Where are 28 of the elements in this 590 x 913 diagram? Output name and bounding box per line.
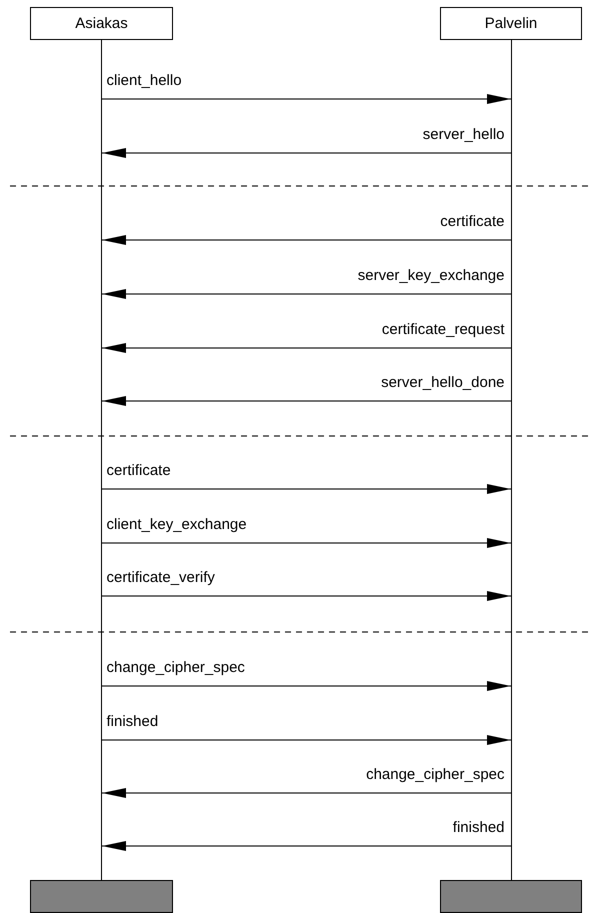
lifeline: [511, 40, 512, 880]
message-arrow: [102, 94, 512, 104]
edge-label: server_hello: [422, 126, 506, 144]
message-arrow: [102, 735, 512, 745]
edge-label: server_hello_done: [380, 374, 506, 392]
lifeline-end-bar: [440, 880, 582, 913]
lifeline-end-bar: [30, 880, 173, 913]
message-arrow: [102, 681, 512, 691]
edge-label: certificate_request: [380, 321, 506, 339]
message-arrow: [102, 343, 512, 353]
edge-label: change_cipher_spec: [106, 659, 246, 677]
message-arrow: [102, 591, 512, 601]
participant-box: Palvelin: [440, 7, 582, 40]
message-arrow: [102, 484, 512, 494]
lifeline: [101, 40, 102, 880]
message-arrow: [102, 841, 512, 851]
message-arrow: [102, 148, 512, 158]
edge-label: client_hello: [106, 72, 183, 90]
message-arrow: [102, 235, 512, 245]
edge-label: certificate_verify: [106, 569, 216, 587]
participant-box: Asiakas: [30, 7, 173, 40]
edge-label: change_cipher_spec: [365, 766, 506, 784]
message-arrow: [102, 788, 512, 798]
message-arrow: [102, 396, 512, 406]
edge-label: client_key_exchange: [106, 516, 248, 534]
edge-label: server_key_exchange: [356, 267, 506, 285]
message-arrow: [102, 289, 512, 299]
message-arrow: [102, 538, 512, 548]
